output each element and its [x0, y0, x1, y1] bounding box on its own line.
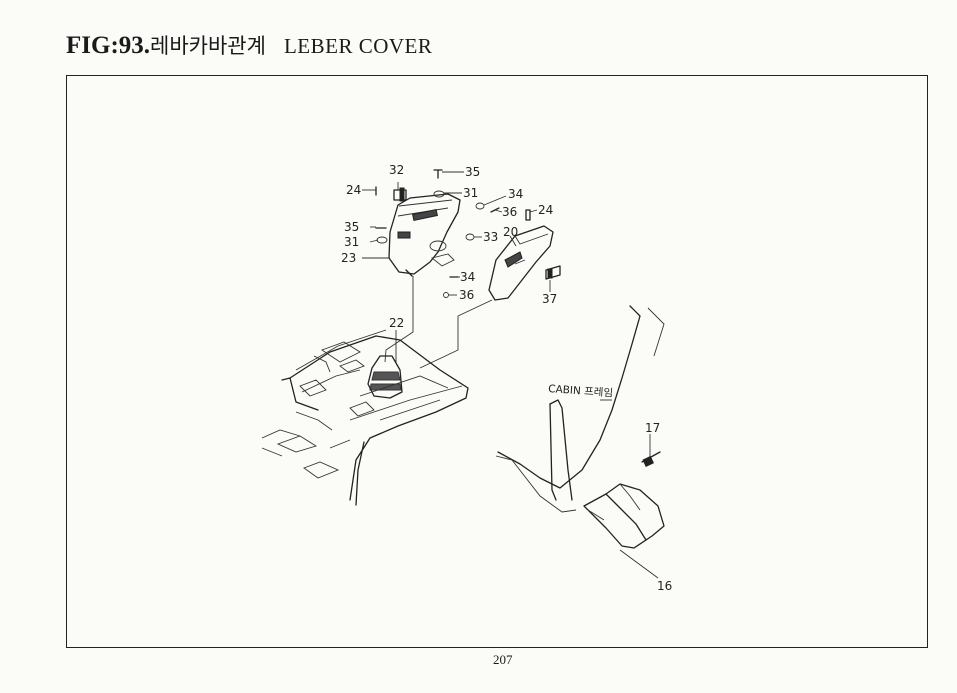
callout-31-top: 31	[463, 186, 478, 200]
figure-number: FIG:93.	[66, 32, 151, 59]
cabin-frame	[495, 305, 665, 513]
callout-22: 22	[389, 316, 404, 330]
page-number: 207	[493, 652, 513, 667]
figure-title: FIG:93.레바카바관계 LEBER COVER	[66, 30, 432, 60]
callout-36-top: 36	[502, 205, 517, 219]
callout-34-top: 34	[508, 187, 523, 201]
callout-20: 20	[503, 225, 518, 239]
callout-24-right: 24	[538, 203, 553, 217]
diagram-frame	[66, 75, 928, 648]
figure-title-korean: 레바카바관계	[150, 34, 266, 58]
callout-17: 17	[645, 421, 660, 435]
callout-labels: 32 35 24 31 34 36 24 35 31 33 20 23 34 3…	[341, 163, 672, 593]
callout-33: 33	[483, 230, 498, 244]
callout-23: 23	[341, 251, 356, 265]
callout-35-top: 35	[465, 165, 480, 179]
callout-34-low: 34	[460, 270, 475, 284]
figure-title-english: LEBER COVER	[283, 34, 433, 58]
floor-structure	[261, 329, 469, 506]
callout-35-left: 35	[344, 220, 359, 234]
bracket-part	[583, 483, 665, 549]
bolt-part	[641, 451, 661, 467]
callout-32: 32	[389, 163, 404, 177]
lever-cover-right	[488, 225, 554, 301]
callout-24-left: 24	[346, 183, 361, 197]
callout-36-low: 36	[459, 288, 474, 302]
lever-cover-left	[388, 193, 461, 277]
callout-31-left: 31	[344, 235, 359, 249]
callout-37: 37	[542, 292, 557, 306]
cabin-frame-note: CABIN 프레임	[548, 382, 614, 400]
leader-lines	[362, 171, 659, 579]
small-parts	[375, 169, 561, 298]
callout-16: 16	[657, 579, 672, 593]
lever-boot	[367, 355, 403, 399]
